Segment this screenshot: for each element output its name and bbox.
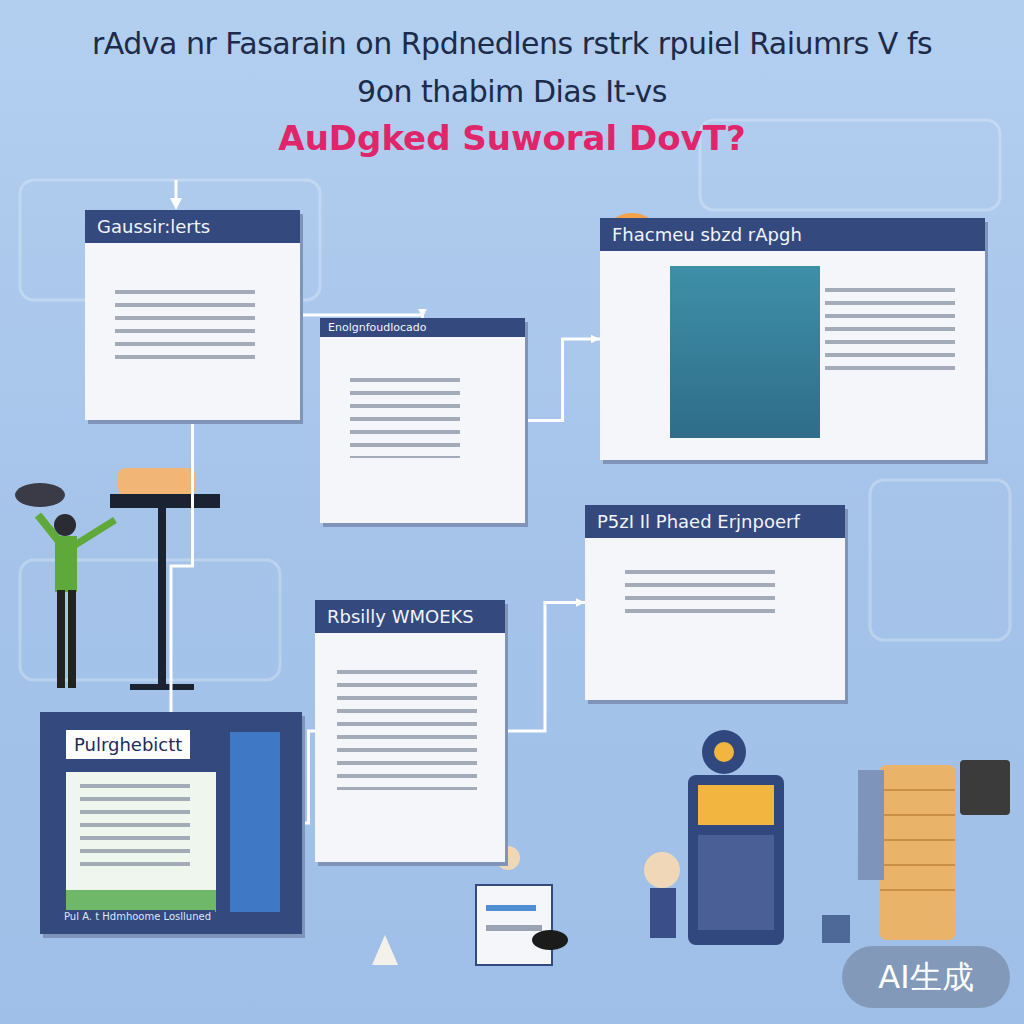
diagram-title: rAdva nr Fasarain on Rpdnedlens rstrk rp… <box>62 20 962 116</box>
text-lines <box>80 784 190 874</box>
side-panel <box>230 732 280 912</box>
panel-box: Pulrghebictt <box>40 712 302 934</box>
panel-box: Enolgnfoudlocado <box>320 318 525 523</box>
panel-box: Gaussir:lerts <box>85 210 300 420</box>
device-figure <box>644 730 784 945</box>
panel-header: Enolgnfoudlocado <box>320 318 525 337</box>
panel-box: Rbsilly WMOEKS <box>315 600 505 862</box>
subtitle: AuDgked Suworal DovT? <box>62 118 962 158</box>
panel-header: Gaussir:lerts <box>85 210 300 243</box>
panel-box: P5zI Il Phaed Erjnpoerf <box>585 505 845 700</box>
panel-header: Fhacmeu sbzd rApgh <box>600 218 985 251</box>
connector <box>505 598 585 731</box>
connector <box>525 335 600 421</box>
panel-header: P5zI Il Phaed Erjnpoerf <box>585 505 845 538</box>
footer-note: Pul A. t Hdmhoome Loslluned <box>60 910 215 923</box>
connector <box>302 731 315 823</box>
watermark: AI生成 <box>842 946 1010 1008</box>
teal-screen <box>670 266 820 438</box>
lamp-figure <box>15 468 220 690</box>
worker-figure <box>372 846 568 965</box>
text-lines <box>337 670 477 790</box>
document-sheet <box>66 772 216 912</box>
text-lines <box>350 378 460 458</box>
green-bar <box>66 890 216 912</box>
machine-figure <box>822 760 1010 943</box>
panel-header: Pulrghebictt <box>66 730 190 759</box>
text-lines <box>115 290 255 360</box>
connector <box>171 420 193 712</box>
text-lines <box>825 288 955 378</box>
panel-box: Fhacmeu sbzd rApgh <box>600 218 985 460</box>
text-lines <box>625 570 775 620</box>
panel-header: Rbsilly WMOEKS <box>315 600 505 633</box>
connector <box>300 309 427 318</box>
